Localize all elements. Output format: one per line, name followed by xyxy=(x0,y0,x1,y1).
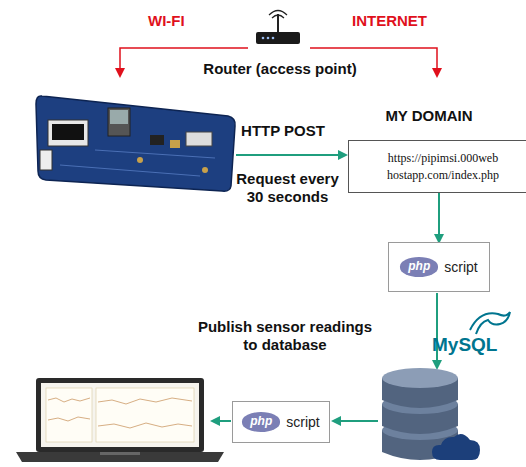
request-interval-label: Request every 30 seconds xyxy=(230,170,345,206)
router-icon xyxy=(256,11,300,45)
query-arrow xyxy=(333,420,378,422)
http-post-arrow xyxy=(236,154,346,156)
router-label: Router (access point) xyxy=(180,60,380,78)
php-script-box: php script xyxy=(388,242,490,292)
http-post-label: HTTP POST xyxy=(228,122,338,140)
display-arrow xyxy=(212,420,231,422)
script-text: script xyxy=(444,259,477,275)
internet-label: INTERNET xyxy=(352,12,462,30)
url-text: https://pipimsi.000web hostapp.com/index… xyxy=(370,150,516,182)
wifi-label: WI-FI xyxy=(148,12,238,30)
laptop-icon xyxy=(16,378,224,462)
pcb-board xyxy=(36,96,235,191)
php-script-box: php script xyxy=(232,401,330,443)
php-logo: php xyxy=(242,412,280,431)
mysql-dolphin xyxy=(470,312,510,334)
publish-label: Publish sensor readings to database xyxy=(190,318,380,354)
php-logo: php xyxy=(400,257,438,276)
database-icon xyxy=(382,368,480,460)
script-text: script xyxy=(286,414,319,430)
flow-arrow xyxy=(438,193,440,242)
mysql-logo-text: MySQL xyxy=(432,334,522,357)
publish-arrow xyxy=(436,293,438,368)
url-box: MY DOMAINhttps://pipimsi.000web hostapp.… xyxy=(348,140,526,193)
domain-heading: MY DOMAIN xyxy=(319,107,526,124)
